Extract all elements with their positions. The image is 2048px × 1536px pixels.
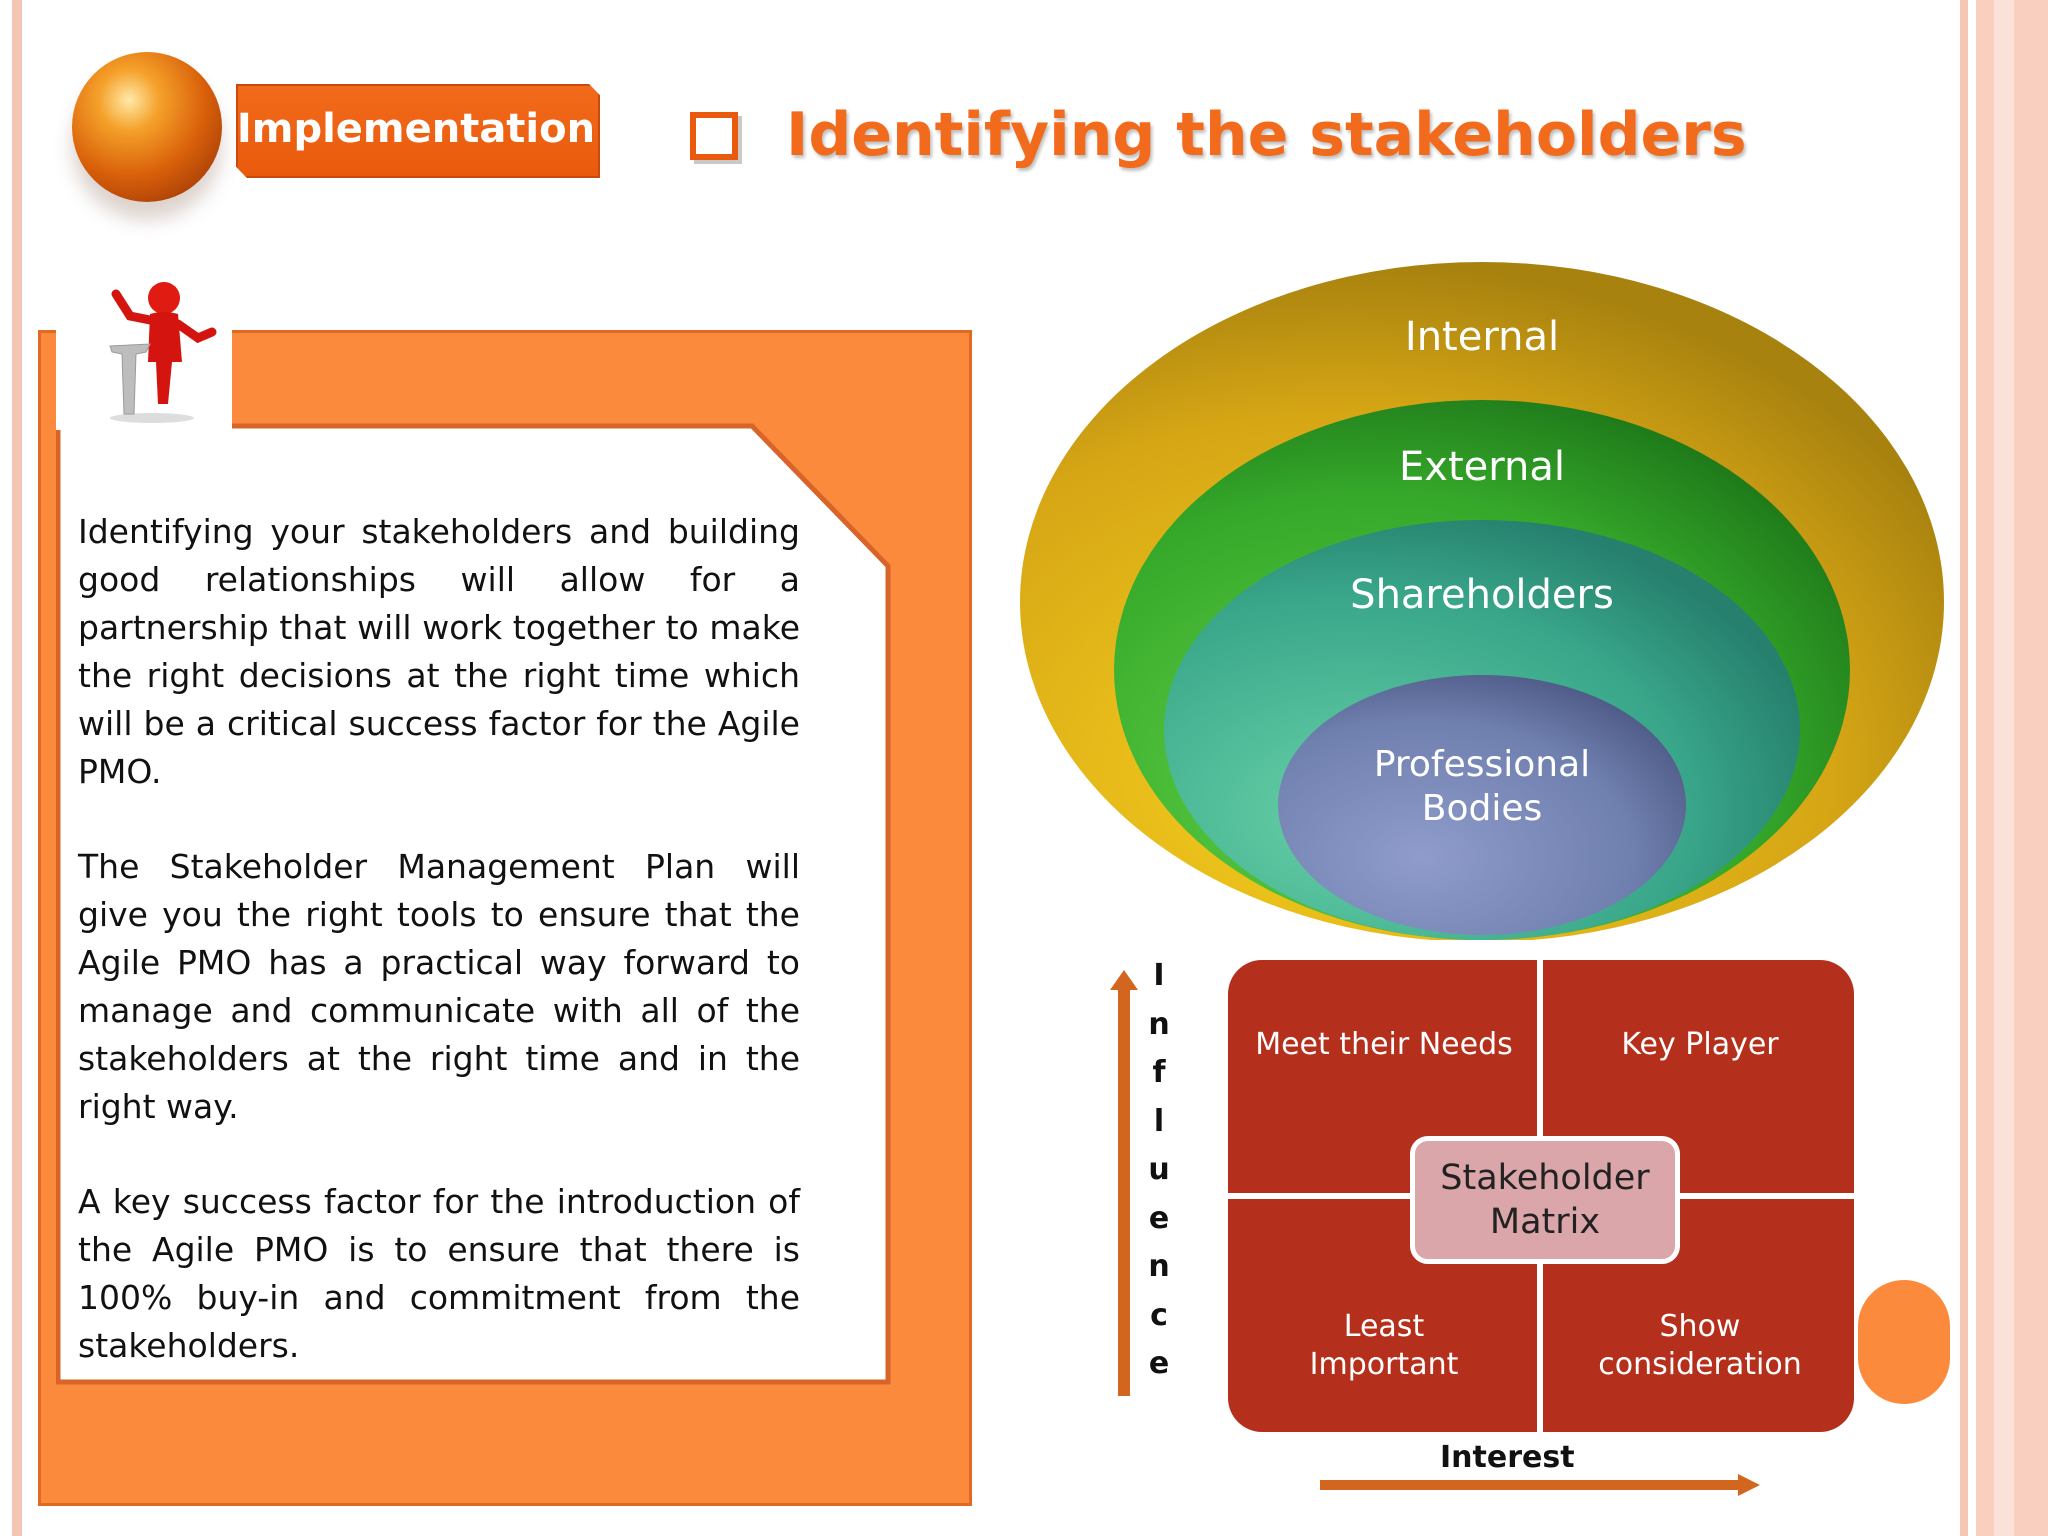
matrix-cell-show-line2: consideration	[1598, 1347, 1802, 1382]
matrix-center-line1: Stakeholder	[1440, 1158, 1650, 1198]
orange-sphere-icon	[72, 52, 222, 202]
slide-title: Identifying the stakeholders	[786, 100, 1747, 170]
interest-axis-label: Interest	[1440, 1440, 1575, 1475]
section-label: Implementation	[236, 106, 596, 152]
label-internal: Internal	[1404, 314, 1560, 360]
influence-letter: c	[1150, 1297, 1168, 1333]
label-shareholders: Shareholders	[1350, 572, 1614, 618]
right-border-highlight	[1994, 0, 2014, 1536]
influence-letter: n	[1148, 1006, 1170, 1042]
interest-arrow	[1320, 1474, 1760, 1496]
label-professional: Professional	[1373, 744, 1591, 785]
influence-letter: n	[1148, 1249, 1170, 1284]
influence-axis-label: I n f l u e n c e	[1144, 952, 1174, 1389]
matrix-center-box: Stakeholder Matrix	[1410, 1136, 1680, 1264]
ring-professional-bodies	[1278, 675, 1686, 935]
body-paragraph-1: Identifying your stakeholders and buildi…	[78, 512, 800, 791]
matrix-cell-show-line1: Show	[1659, 1309, 1741, 1344]
influence-letter: e	[1148, 1200, 1170, 1236]
label-bodies: Bodies	[1421, 788, 1543, 829]
speaker-at-podium-icon	[109, 282, 217, 423]
section-tab	[236, 84, 600, 178]
body-text: Identifying your stakeholders and buildi…	[78, 508, 800, 1417]
influence-letter: l	[1153, 1103, 1165, 1139]
matrix-cell-meet-needs: Meet their Needs	[1255, 1027, 1513, 1062]
label-external: External	[1399, 444, 1565, 490]
matrix-cell-least-line1: Least	[1343, 1309, 1425, 1344]
influence-letter: f	[1152, 1055, 1166, 1090]
text-card-outline	[56, 423, 891, 1385]
influence-letter: I	[1153, 958, 1165, 993]
influence-letter: e	[1148, 1346, 1170, 1381]
matrix-center-line2: Matrix	[1489, 1202, 1601, 1242]
body-paragraph-2: The Stakeholder Management Plan will giv…	[78, 847, 800, 1126]
matrix-cell-key-player: Key Player	[1621, 1027, 1779, 1062]
body-paragraph-3: A key success factor for the introductio…	[78, 1182, 800, 1365]
right-border-stripe	[1960, 0, 1968, 1536]
stakeholder-circles-diagram	[1020, 262, 1944, 940]
influence-arrow	[1110, 970, 1138, 1396]
checkbox-icon	[690, 112, 738, 160]
influence-letter: u	[1148, 1152, 1170, 1187]
left-border-stripe	[12, 0, 22, 1536]
decorative-circle	[1858, 1280, 1950, 1404]
matrix-cell-least-line2: Important	[1309, 1347, 1459, 1382]
